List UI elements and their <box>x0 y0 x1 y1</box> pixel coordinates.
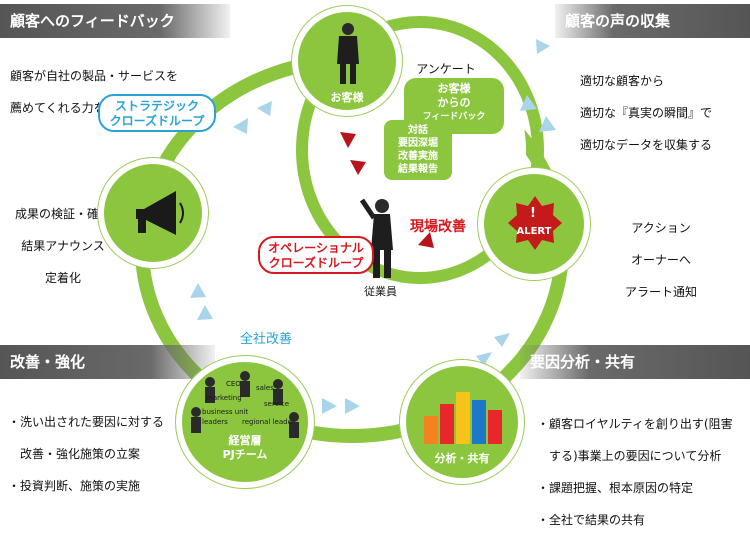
strategic-loop-line: ストラテジック <box>114 99 199 113</box>
feedback-bubble-line: フィードバック <box>422 112 486 122</box>
strategic-loop-line: クローズドループ <box>109 114 205 128</box>
action-line: アクション <box>631 221 691 235</box>
megaphone-icon <box>136 191 184 235</box>
validation-line: 成果の検証・確認 <box>14 207 111 221</box>
employee-figure <box>359 198 393 278</box>
survey-line: アンケート <box>416 62 476 76</box>
dialogue-line: 対話 <box>408 125 428 136</box>
action-line: アラート通知 <box>624 285 697 299</box>
feedback-title: 顧客へのフィードバック <box>10 12 175 30</box>
improve-line: 改善・強化施策の立案 <box>8 447 141 461</box>
dialogue-line: 結果報告 <box>398 164 438 175</box>
announcement-node <box>98 158 208 268</box>
feedback-header: 顧客へのフィードバック <box>0 4 230 38</box>
team-people-icon <box>191 371 299 438</box>
team-word-ceo: CEO <box>226 380 241 388</box>
validation-line: 結果アナウンス <box>21 239 105 253</box>
bar-graph-icon <box>424 392 502 444</box>
operational-loop-ring <box>296 16 544 284</box>
voice-header: 顧客の声の収集 <box>555 4 750 38</box>
team-title: 経営層 <box>228 434 262 447</box>
dialogue-line: 要因深堀 <box>398 138 438 149</box>
company-wide-label: 全社改善 <box>240 332 293 347</box>
feedback-bubble-line: お客様 <box>437 82 471 95</box>
analysis-line: ・課題把握、根本原因の特定 <box>537 481 694 495</box>
alert-exclaim: ! <box>530 206 536 221</box>
team-subtitle: PJチーム <box>222 448 268 461</box>
red-flow-arrows <box>340 132 434 248</box>
customer-person-icon <box>337 23 359 84</box>
dialogue-line: 改善実施 <box>398 151 438 162</box>
action-line: オーナーへ <box>630 253 691 267</box>
analysis-line: する)事業上の要因について分析 <box>537 449 722 463</box>
strategic-loop-badge: ストラテジック クローズドループ <box>98 94 216 132</box>
voice-title: 顧客の声の収集 <box>565 12 671 30</box>
improve-description: ・洗い出された要因に対する 改善・強化施策の立案 ・投資判断、施策の実施 <box>8 398 164 510</box>
feedback-line: 顧客が自社の製品・サービスを <box>10 69 179 83</box>
alert-node: ! ALERT <box>478 168 590 280</box>
alert-icon <box>508 196 562 250</box>
employee-label: 従業員 <box>364 285 397 298</box>
improve-header: 改善・強化 <box>0 345 215 379</box>
onsite-improvement-label: 現場改善 <box>410 219 466 235</box>
voice-line: 適切な顧客から <box>580 74 665 88</box>
improve-title: 改善・強化 <box>10 353 86 371</box>
voice-line: 適切なデータを収集する <box>580 138 713 152</box>
team-word-business-unit: business unit <box>202 408 249 416</box>
team-word-regional-leader: regional leader <box>242 418 295 426</box>
operational-loop-badge: オペレーショナル クローズドループ <box>258 236 374 274</box>
analysis-header: 要因分析・共有 <box>520 345 750 379</box>
operational-loop-line: クローズドループ <box>268 256 364 270</box>
improve-line: ・投資判断、施策の実施 <box>8 479 141 493</box>
improve-line: ・洗い出された要因に対する <box>8 415 165 429</box>
analysis-title: 要因分析・共有 <box>530 353 636 371</box>
team-word-service: service <box>264 400 290 408</box>
team-word-sales: sales <box>256 384 274 392</box>
team-node: CEO sales marketing service business uni… <box>176 356 314 488</box>
validation-line: 定着化 <box>44 271 81 285</box>
action-text: アクション オーナーへ アラート通知 <box>616 204 706 316</box>
validation-text: 成果の検証・確認 結果アナウンス 定着化 <box>4 190 122 302</box>
feedback-bubble-line: からの <box>437 96 471 109</box>
voice-line: 適切な『真実の瞬間』で <box>580 106 713 120</box>
analysis-line: ・顧客ロイヤルティを創り出す(阻害 <box>537 417 733 431</box>
alert-label: ALERT <box>516 226 552 237</box>
team-word-marketing: marketing <box>206 394 242 402</box>
dialogue-bubble: 対話 要因深堀 改善実施 結果報告 <box>384 120 452 180</box>
customer-label: お客様 <box>330 91 364 104</box>
analysis-line: ・全社で結果の共有 <box>537 513 646 527</box>
operational-loop-line: オペレーショナル <box>268 241 364 255</box>
analysis-description: ・顧客ロイヤルティを創り出す(阻害 する)事業上の要因について分析 ・課題把握、… <box>537 400 733 544</box>
team-word-leaders: leaders <box>202 418 228 426</box>
blue-flow-arrows <box>190 39 556 414</box>
voice-description: 適切な顧客から 適切な『真実の瞬間』で 適切なデータを収集する <box>580 57 712 169</box>
analysis-label: 分析・共有 <box>434 452 490 465</box>
customer-node: お客様 <box>292 6 402 116</box>
analysis-node: 分析・共有 <box>400 360 524 484</box>
